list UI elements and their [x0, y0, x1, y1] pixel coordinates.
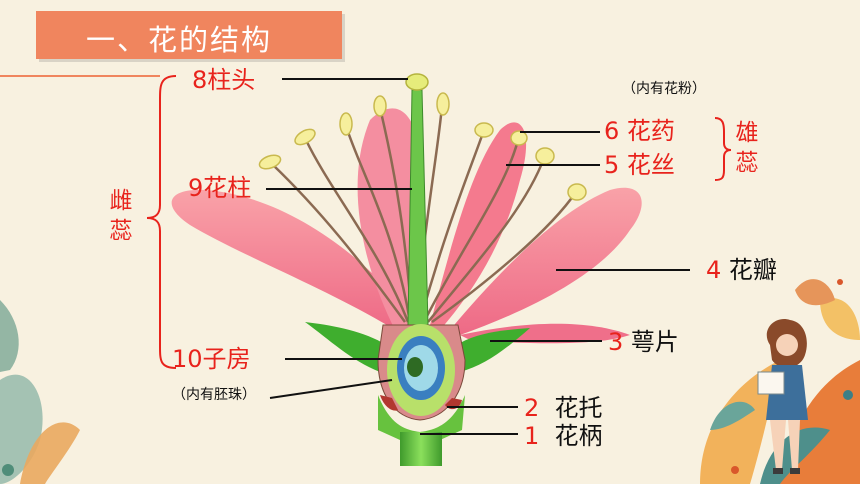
label-ovary: 10子房	[172, 347, 251, 371]
pistil-bracket	[146, 75, 177, 369]
label-sepal: 3 萼片	[608, 330, 679, 354]
leader-lines	[266, 78, 690, 435]
label-style-name: 花柱	[203, 174, 252, 202]
note-ovule: （内有胚珠）	[172, 387, 256, 403]
girl-reading-illustration	[757, 319, 808, 474]
label-sepal-number: 3	[608, 328, 624, 356]
label-anther-name: 花药	[626, 117, 675, 145]
leaf-decoration-left	[0, 300, 80, 484]
label-filament-number: 5	[604, 151, 620, 179]
label-petal-number: 4	[706, 256, 722, 284]
label-receptacle-name: 花托	[554, 394, 603, 422]
header-divider	[0, 75, 160, 77]
label-stigma-number: 8	[192, 66, 208, 94]
label-receptacle-number: 2	[524, 394, 540, 422]
pistil-group-label: 雌 蕊	[108, 186, 134, 246]
pistil-label-char-2: 蕊	[109, 218, 133, 244]
label-filament: 5 花丝	[604, 153, 675, 177]
label-sepal-name: 萼片	[630, 328, 679, 356]
note-pollen: （内有花粉）	[622, 81, 706, 97]
stamen-label-char-1: 雄	[735, 120, 759, 146]
label-petal-name: 花瓣	[728, 256, 777, 284]
anthers	[258, 92, 587, 201]
label-stalk-name: 花柄	[554, 422, 603, 450]
label-anther: 6 花药	[604, 119, 675, 143]
label-style: 9花柱	[188, 176, 251, 200]
label-receptacle: 2 花托	[524, 396, 603, 420]
label-style-number: 9	[188, 174, 204, 202]
title-bar: 一、花的结构	[36, 11, 342, 59]
label-anther-number: 6	[604, 117, 620, 145]
ovary	[377, 324, 466, 421]
receptacle-and-stalk	[378, 395, 465, 466]
label-stalk-number: 1	[524, 422, 540, 450]
label-stigma-name: 柱头	[207, 66, 256, 94]
pistil-label-char-1: 雌	[109, 188, 133, 214]
stamen-group-label: 雄 蕊	[734, 118, 760, 178]
label-ovary-number: 10	[172, 345, 203, 373]
stamen-label-char-2: 蕊	[735, 150, 759, 176]
label-stigma: 8柱头	[192, 68, 255, 92]
page-title: 一、花的结构	[86, 23, 273, 57]
label-filament-name: 花丝	[626, 151, 675, 179]
label-ovary-name: 子房	[202, 345, 251, 373]
label-petal: 4 花瓣	[706, 258, 777, 282]
label-stalk: 1 花柄	[524, 424, 603, 448]
stamen-bracket	[714, 117, 732, 181]
